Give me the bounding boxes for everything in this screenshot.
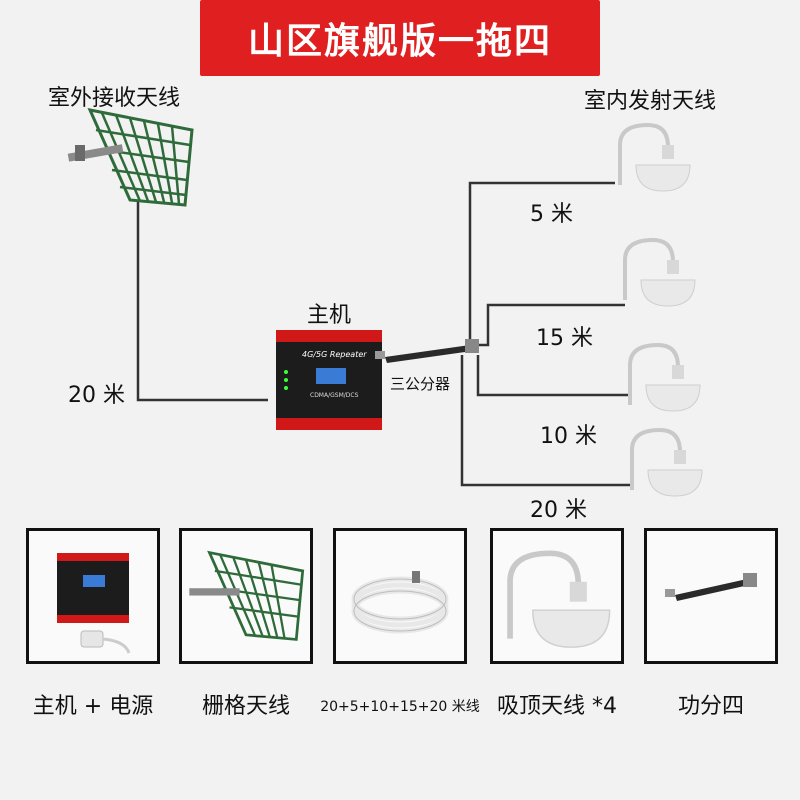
cable-2-label: 15 米 [536, 326, 593, 351]
splitter-icon [375, 339, 479, 363]
main-cable-line [136, 200, 268, 402]
component-label-splitter: 功分四 [677, 694, 744, 719]
branch-line-3 [476, 355, 630, 397]
branch-line-2 [478, 303, 625, 347]
branch-line-1 [468, 181, 615, 340]
component-label-cable: 20+5+10+15+20 米线 [320, 699, 480, 715]
ceiling-antenna-icon-3 [628, 342, 701, 412]
component-box-host [26, 528, 160, 664]
splitter-label: 三公分器 [390, 375, 451, 393]
component-box-splitter [644, 528, 778, 664]
ceiling-antenna-icon-2 [623, 237, 696, 307]
device-screen-sub: CDMA/GSM/DCS [310, 392, 359, 399]
component-label-grid-antenna: 栅格天线 [201, 694, 290, 719]
repeater-device-icon [276, 330, 382, 430]
component-box-grid-antenna [179, 528, 313, 664]
host-label: 主机 [307, 303, 352, 328]
branch-line-4 [460, 355, 632, 487]
grid-antenna-component-icon [189, 550, 305, 641]
component-label-host: 主机 + 电源 [32, 694, 154, 719]
cable-3-label: 10 米 [540, 424, 597, 449]
cable-main-label: 20 米 [68, 383, 125, 408]
ceiling-antenna-icon-4 [630, 427, 703, 497]
repeater-power-icon [57, 553, 131, 654]
cable-1-label: 5 米 [530, 202, 573, 227]
banner-title: 山区旗舰版一拖四 [247, 21, 552, 62]
grid-antenna-icon [67, 107, 194, 207]
splitter-component-icon [665, 573, 757, 601]
ceiling-antenna-icon-1 [618, 122, 691, 192]
cable-coil-icon [351, 571, 449, 634]
repeater-device: 4G/5G Repeater CDMA/GSM/DCS [276, 330, 382, 430]
component-label-ceiling-antenna: 吸顶天线 *4 [497, 694, 617, 719]
component-box-ceiling-antenna [490, 528, 624, 664]
device-screen-title: 4G/5G Repeater [302, 350, 367, 359]
indoor-antenna-label: 室内发射天线 [584, 89, 717, 114]
component-box-cable [333, 528, 467, 664]
ceiling-antenna-component-icon [507, 550, 611, 648]
title-banner: 山区旗舰版一拖四 [200, 0, 600, 76]
cable-4-label: 20 米 [530, 498, 587, 523]
outdoor-antenna-label: 室外接收天线 [48, 86, 181, 111]
